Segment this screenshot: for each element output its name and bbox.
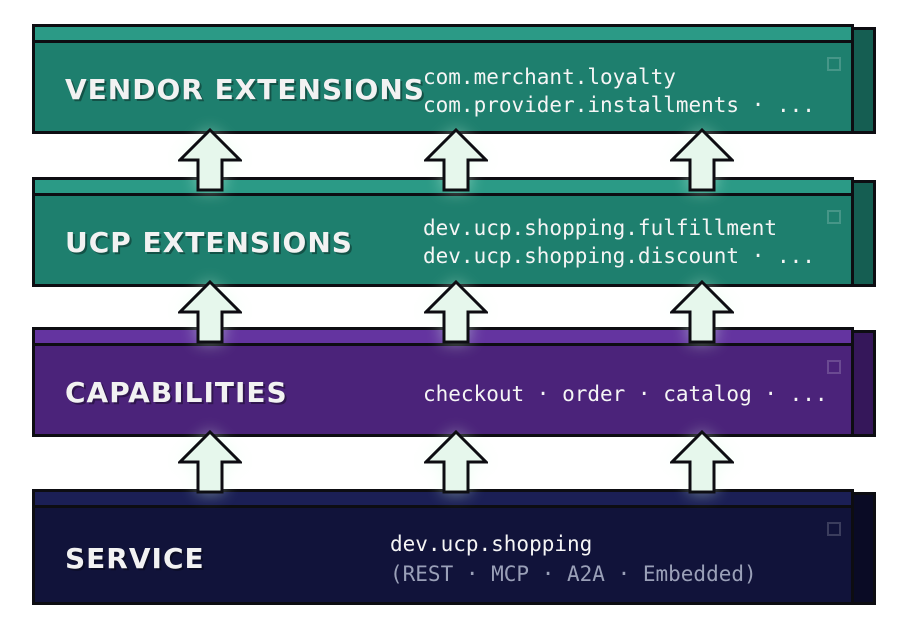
layer-side-face [854,27,876,134]
layer-side-face [854,180,876,287]
layer-title: UCP EXTENSIONS [65,226,353,259]
up-arrow-icon [668,429,736,494]
up-arrow-icon [422,429,490,494]
up-arrow-icon [422,279,490,344]
layer-detail-line: dev.ucp.shopping.fulfillment [423,216,778,240]
up-arrow-icon [176,127,244,192]
up-arrow-icon [668,279,736,344]
layer-service: SERVICE dev.ucp.shopping (REST · MCP · A… [32,489,876,605]
layer-title: VENDOR EXTENSIONS [65,73,425,106]
up-arrow-icon [176,279,244,344]
layer-detail-line: dev.ucp.shopping [390,532,593,556]
layer-detail-line: checkout · order · catalog · ... [423,382,828,406]
layer-top-face [32,24,854,40]
layer-ucp-extensions: UCP EXTENSIONS dev.ucp.shopping.fulfillm… [32,177,876,287]
layer-vendor-extensions: VENDOR EXTENSIONS com.merchant.loyalty c… [32,24,876,134]
pixel-decoration [827,57,841,71]
layer-detail-line: (REST · MCP · A2A · Embedded) [390,562,757,586]
layer-detail-line: com.merchant.loyalty [423,65,676,89]
layer-title: SERVICE [65,542,205,575]
layer-side-face [854,330,876,437]
pixel-decoration [827,210,841,224]
layer-detail-line: dev.ucp.shopping.discount · ... [423,244,815,268]
layer-side-face [854,492,876,605]
pixel-decoration [827,360,841,374]
up-arrow-icon [668,127,736,192]
layer-title: CAPABILITIES [65,376,288,409]
layer-detail-line: com.provider.installments · ... [423,93,815,117]
pixel-decoration [827,522,841,536]
up-arrow-icon [422,127,490,192]
up-arrow-icon [176,429,244,494]
layer-capabilities: CAPABILITIES checkout · order · catalog … [32,327,876,437]
